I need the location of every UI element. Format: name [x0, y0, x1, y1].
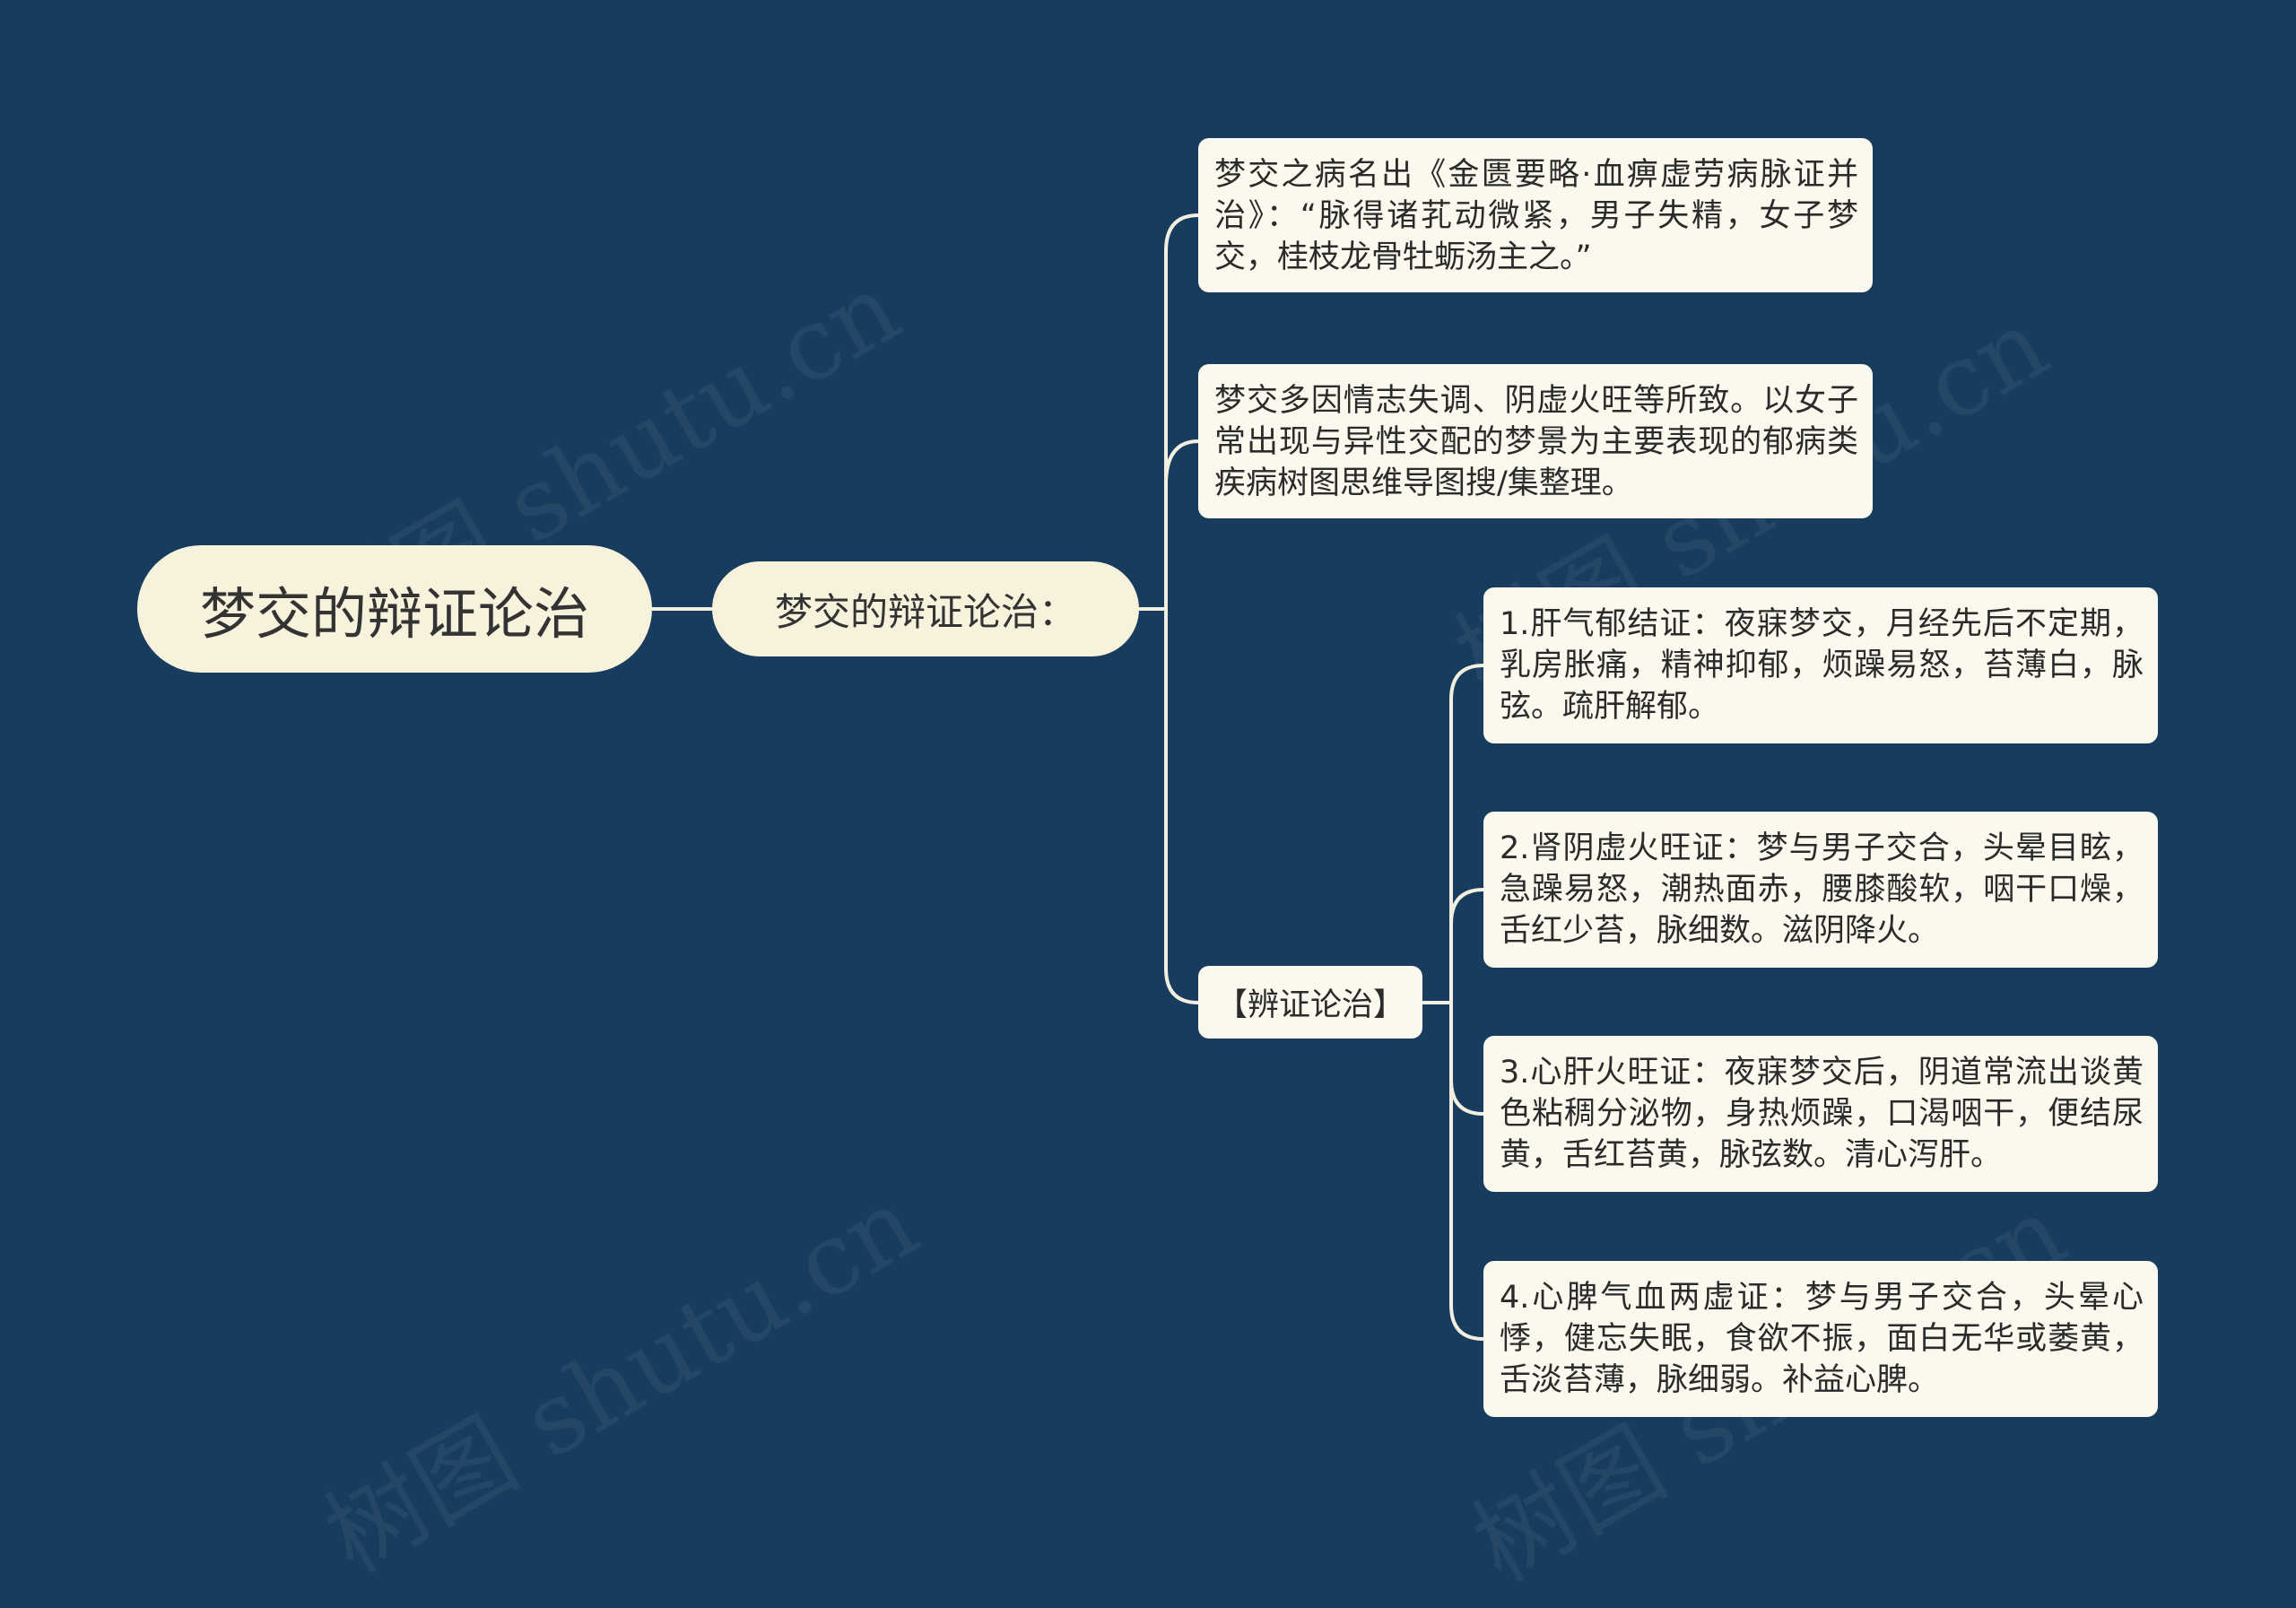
connector-lines — [652, 213, 1484, 1341]
mind-map-canvas: 树图 shutu.cn 树图 shutu.cn 树图 shutu.cn 树图 s… — [137, 138, 2158, 1604]
syndrome-item-text: 2.肾阴虚火旺证：梦与男子交合，头晕目眩，急躁易怒，潮热面赤，腰膝酸软，咽干口燥… — [1500, 830, 2144, 949]
syndrome-item-text: 3.心肝火旺证：夜寐梦交后，阴道常流出谈黄色粘稠分泌物，身热烦躁，口渴咽干，便结… — [1500, 1055, 2144, 1173]
root-topic-label: 梦交的辩证论治 — [199, 581, 589, 647]
connector-to-note-1 — [1164, 213, 1199, 609]
connector-to-note-2 — [1164, 439, 1199, 485]
note-origin-text: 梦交之病名出《金匮要略·血痹虚劳病脉证并治》：“脉得诸芤动微紧，男子失精，女子梦… — [1214, 157, 1858, 275]
branch-topic-label: 梦交的辩证论治： — [774, 589, 1076, 634]
connector-to-section — [1164, 609, 1199, 1004]
syndrome-item[interactable]: 2.肾阴虚火旺证：梦与男子交合，头晕目眩，急躁易怒，潮热面赤，腰膝酸软，咽干口燥… — [1483, 812, 2158, 968]
note-cause-text: 梦交多因情志失调、阴虚火旺等所致。以女子常出现与异性交配的梦景为主要表现的郁病类… — [1214, 383, 1858, 501]
syndrome-item[interactable]: 1.肝气郁结证：夜寐梦交，月经先后不定期，乳房胀痛，精神抑郁，烦躁易怒，苔薄白，… — [1483, 587, 2158, 743]
connector-to-item-2 — [1449, 888, 1484, 925]
syndrome-item-text: 1.肝气郁结证：夜寐梦交，月经先后不定期，乳房胀痛，精神抑郁，烦躁易怒，苔薄白，… — [1500, 606, 2144, 725]
syndrome-item-text: 4.心脾气血两虚证：梦与男子交合，头晕心悸，健忘失眠，食欲不振，面白无华或萎黄，… — [1500, 1280, 2144, 1398]
syndrome-item[interactable]: 4.心脾气血两虚证：梦与男子交合，头晕心悸，健忘失眠，食欲不振，面白无华或萎黄，… — [1483, 1261, 2158, 1417]
connector-to-item-3 — [1449, 1003, 1484, 1116]
connector-to-item-1 — [1449, 664, 1484, 1003]
root-topic[interactable]: 梦交的辩证论治 — [137, 545, 652, 673]
connector-to-item-4 — [1449, 1003, 1484, 1341]
section-topic[interactable]: 【辨证论治】 — [1198, 966, 1422, 1039]
section-topic-label: 【辨证论治】 — [1215, 987, 1405, 1023]
syndrome-item[interactable]: 3.心肝火旺证：夜寐梦交后，阴道常流出谈黄色粘稠分泌物，身热烦躁，口渴咽干，便结… — [1483, 1036, 2158, 1192]
note-origin[interactable]: 梦交之病名出《金匮要略·血痹虚劳病脉证并治》：“脉得诸芤动微紧，男子失精，女子梦… — [1198, 138, 1873, 292]
note-cause[interactable]: 梦交多因情志失调、阴虚火旺等所致。以女子常出现与异性交配的梦景为主要表现的郁病类… — [1198, 364, 1873, 518]
branch-topic[interactable]: 梦交的辩证论治： — [712, 561, 1139, 656]
